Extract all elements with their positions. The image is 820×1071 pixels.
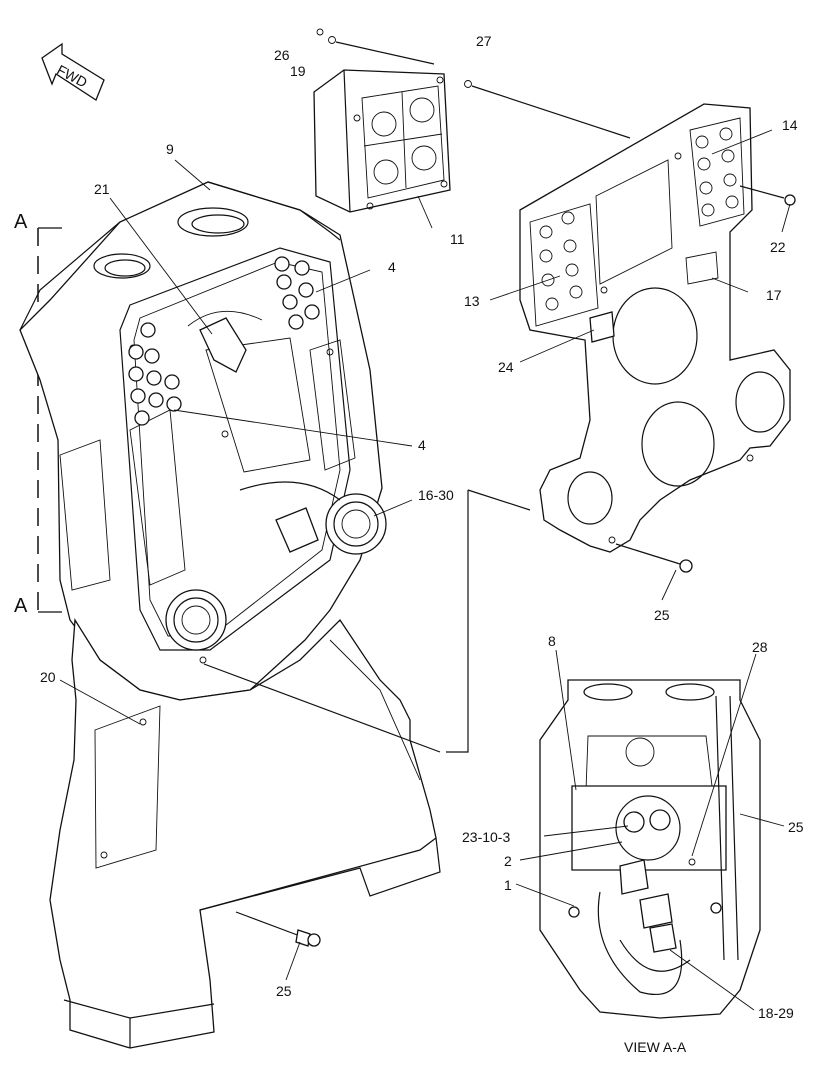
- callout-27: 27: [476, 33, 492, 49]
- callout-11: 11: [450, 231, 465, 247]
- callout-21: 21: [94, 181, 110, 197]
- screw-25-panel: [615, 543, 693, 573]
- screw-26-washer-19: [316, 28, 631, 139]
- leader-lines: [59, 129, 791, 1011]
- harness-connector: [275, 507, 319, 553]
- console-pedestal: [49, 617, 441, 1049]
- callout-26: 26: [274, 47, 290, 63]
- gauge-right: [325, 493, 387, 555]
- callout-labels: 26 19 27 9 21 4 4 11 14 22 17 13 24 16-3…: [40, 33, 804, 1055]
- callout-16-30: 16-30: [418, 487, 454, 503]
- view-caption: VIEW A-A: [624, 1039, 687, 1055]
- gauge-harness: [239, 481, 341, 501]
- switch-panel-13: [539, 211, 583, 311]
- callout-14: 14: [782, 117, 798, 133]
- bolt-25-lower: [235, 911, 321, 947]
- callout-23-10-3: 23-10-3: [462, 829, 510, 845]
- alignment-lines: [203, 489, 531, 753]
- callout-25-panel: 25: [654, 607, 670, 623]
- callout-25-view: 25: [788, 819, 804, 835]
- gauge-module-11: [313, 69, 451, 213]
- switch-cluster: [128, 256, 320, 426]
- callout-24: 24: [498, 359, 514, 375]
- fwd-arrow: FWD: [41, 42, 105, 101]
- callout-18-29: 18-29: [758, 1005, 794, 1021]
- front-panel: [519, 103, 791, 553]
- callout-4-lower: 4: [418, 437, 426, 453]
- washer-27: [464, 80, 472, 88]
- callout-1: 1: [504, 877, 512, 893]
- callout-4-upper: 4: [388, 259, 396, 275]
- callout-8: 8: [548, 633, 556, 649]
- callout-22: 22: [770, 239, 786, 255]
- callout-13: 13: [464, 293, 480, 309]
- callout-20: 20: [40, 669, 56, 685]
- view-a-a: [539, 679, 761, 1019]
- switch-panel-14: [695, 127, 739, 217]
- section-mark-bottom: A: [14, 595, 28, 617]
- connector-21: [187, 310, 263, 373]
- callout-25-lower: 25: [276, 983, 292, 999]
- section-mark-top: A: [14, 211, 28, 233]
- callout-2: 2: [504, 853, 512, 869]
- callout-17: 17: [766, 287, 782, 303]
- section-line: A A: [14, 211, 62, 617]
- gauge-left: [165, 589, 227, 651]
- callout-19: 19: [290, 63, 306, 79]
- callout-9: 9: [166, 141, 174, 157]
- callout-28: 28: [752, 639, 768, 655]
